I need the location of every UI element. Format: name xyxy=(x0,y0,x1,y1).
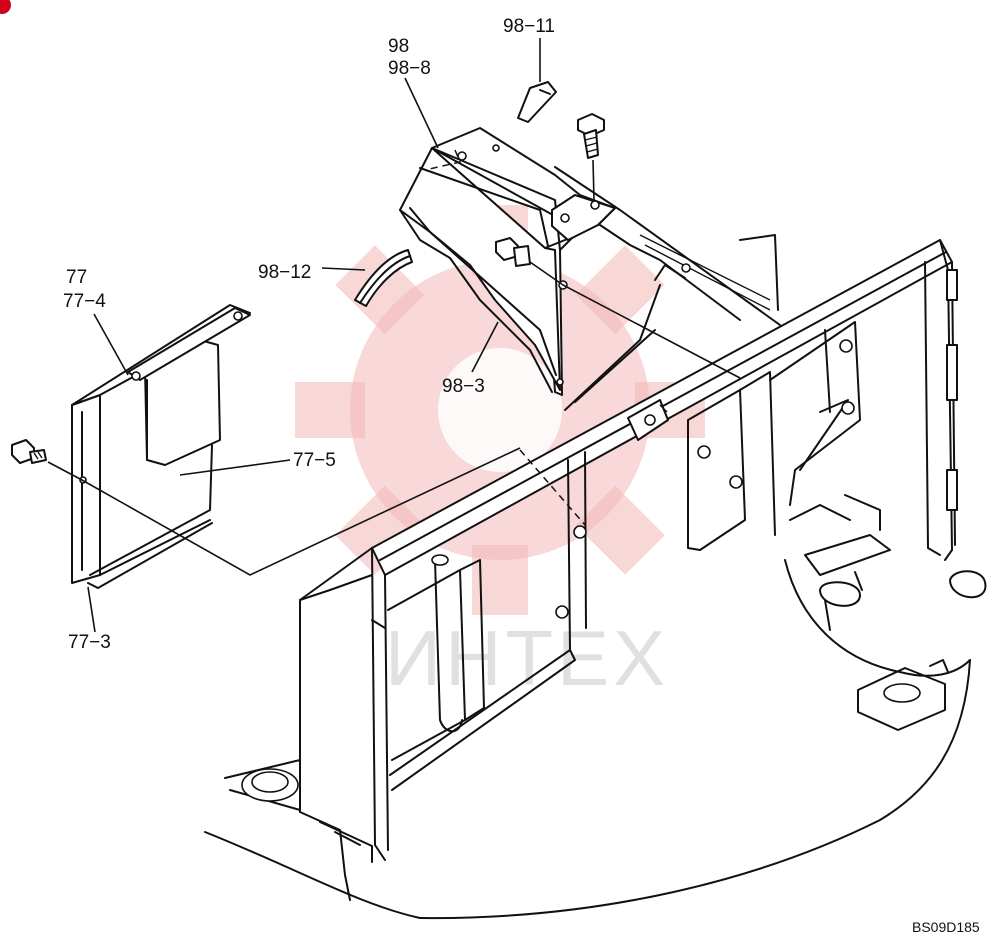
radiator-shroud xyxy=(299,166,958,861)
part-98-12-seal xyxy=(354,249,413,307)
part-98-11-clip xyxy=(517,81,557,123)
label-98-11: 98−11 xyxy=(503,16,555,37)
corner-mark xyxy=(0,0,11,14)
leader-lines xyxy=(87,38,541,633)
label-98: 98 xyxy=(388,36,409,57)
label-77: 77 xyxy=(66,267,87,288)
watermark-text: ИНТЕХ xyxy=(385,614,669,702)
label-77-5: 77−5 xyxy=(293,450,336,471)
bolt-icon xyxy=(11,439,47,464)
base-frame xyxy=(204,494,987,920)
bolt-icon xyxy=(495,237,531,267)
label-77-3: 77−3 xyxy=(68,632,111,653)
label-98-3: 98−3 xyxy=(442,376,485,397)
label-98-12: 98−12 xyxy=(258,262,311,283)
part-98-upper-cover xyxy=(399,113,741,526)
label-77-4: 77−4 xyxy=(63,291,106,312)
label-98-8: 98−8 xyxy=(388,58,431,79)
bolt-icon xyxy=(577,113,605,159)
part-77-cover-panel xyxy=(11,304,521,589)
drawing-code: BS09D185 xyxy=(912,919,980,935)
